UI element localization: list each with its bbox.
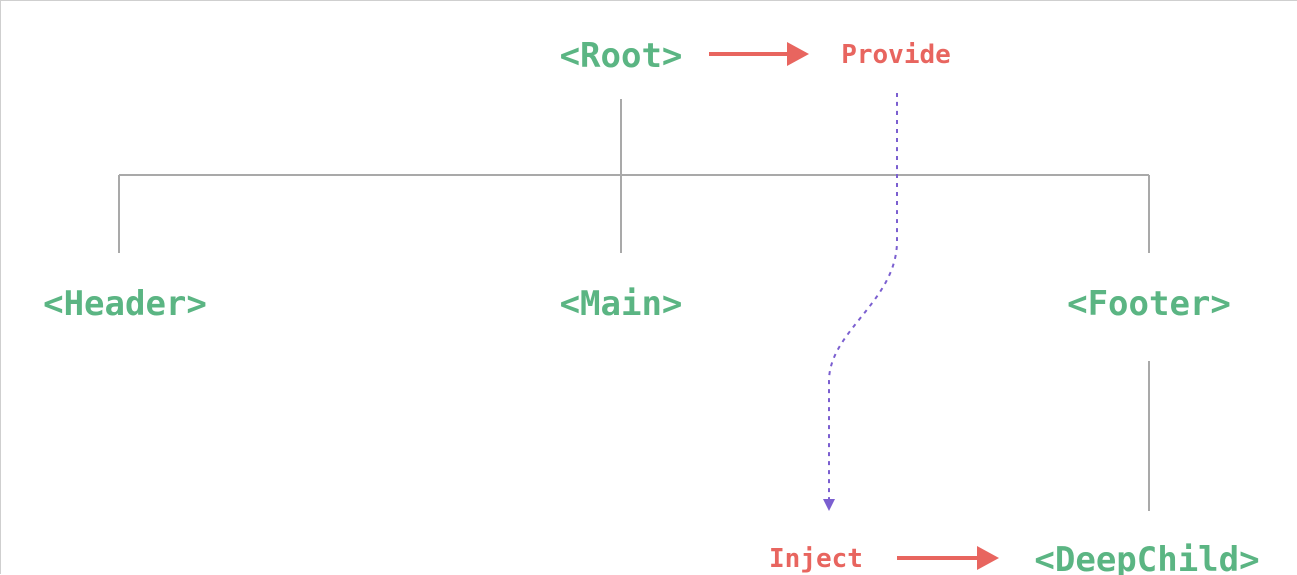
arrowhead-icon (977, 546, 999, 570)
node-header: <Header> (43, 284, 207, 324)
arrowhead-icon (787, 42, 809, 66)
node-footer: <Footer> (1067, 284, 1231, 324)
action-inject: Inject (769, 544, 863, 574)
inject-dashed-path (828, 93, 899, 499)
node-deep-child: <DeepChild> (1034, 540, 1259, 575)
root-provide-arrow (709, 42, 809, 66)
action-provide: Provide (841, 40, 951, 70)
node-main: <Main> (560, 284, 683, 324)
node-root: <Root> (560, 36, 683, 76)
inject-arrowhead-icon (823, 499, 835, 511)
inject-deepchild-arrow (897, 546, 999, 570)
tree-connectors (118, 99, 1150, 511)
